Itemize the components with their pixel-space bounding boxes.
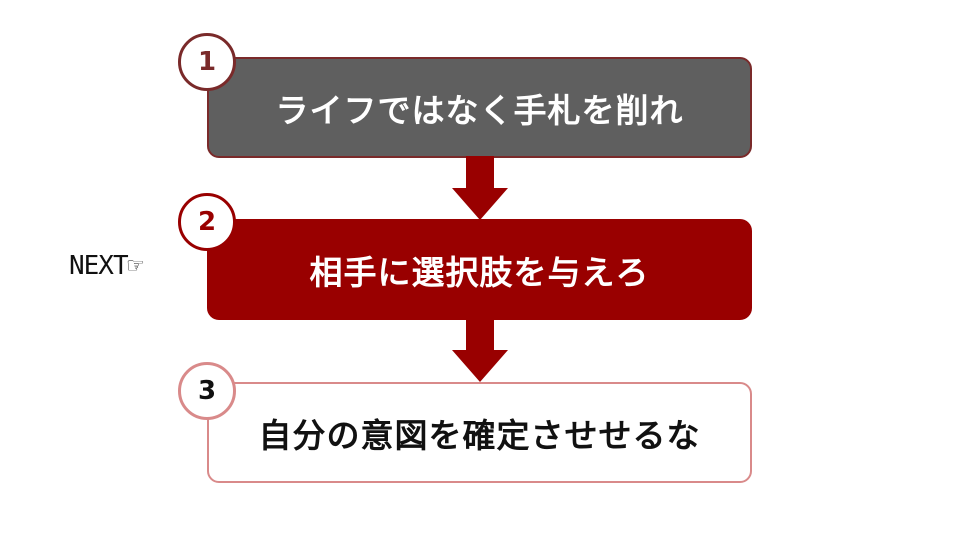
pointing-hand-icon: ☞ — [127, 251, 144, 281]
step-1-number-badge: 1 — [178, 33, 236, 91]
down-arrow-icon — [452, 318, 508, 382]
step-1-box: ライフではなく手札を削れ — [207, 57, 752, 158]
step-3-number-badge: 3 — [178, 362, 236, 420]
down-arrow-icon — [452, 156, 508, 220]
next-marker: NEXT☞ — [69, 251, 144, 281]
step-2-number-badge: 2 — [178, 193, 236, 251]
step-2-label: 相手に選択肢を与えろ — [309, 252, 650, 292]
step-3-label: 自分の意図を確定させせるな — [258, 415, 701, 455]
step-2-box: 相手に選択肢を与えろ — [207, 219, 752, 320]
next-label: NEXT — [69, 251, 129, 281]
step-3-box: 自分の意図を確定させせるな — [207, 382, 752, 483]
step-1-label: ライフではなく手札を削れ — [275, 90, 684, 130]
